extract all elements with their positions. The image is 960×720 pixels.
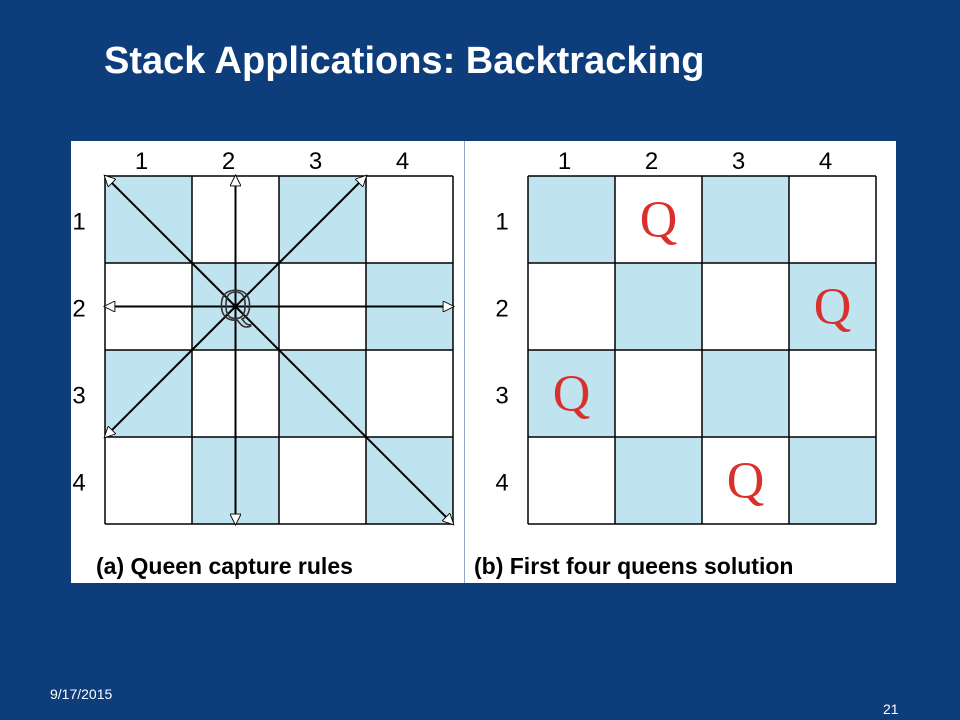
row-label: 1 bbox=[72, 209, 85, 236]
row-label: 1 bbox=[495, 209, 508, 236]
board-square-r1c3 bbox=[702, 176, 789, 263]
row-label: 4 bbox=[495, 470, 508, 497]
row-label: 3 bbox=[72, 383, 85, 410]
row-label: 2 bbox=[72, 296, 85, 323]
board-square-r4c1 bbox=[528, 437, 615, 524]
column-label: 4 bbox=[396, 148, 409, 175]
queen-piece: Q bbox=[727, 453, 765, 510]
capture-arrow-up-left bbox=[105, 176, 237, 308]
queens-figure: 1 2 3 4 1 2 3 4 (a) Queen capture rules Q 1 2 3 4 1 2 3… bbox=[71, 141, 896, 583]
slide-title: Stack Applications: Backtracking bbox=[104, 40, 705, 82]
column-label: 2 bbox=[645, 148, 658, 175]
slide-date: 9/17/2015 bbox=[50, 686, 113, 702]
board-square-r1c2 bbox=[615, 176, 702, 263]
panel-b-four-queens-solution: 1 2 3 4 1 2 3 4 (b) First four queens solution Q Q… bbox=[474, 148, 877, 579]
board-square-r4c2 bbox=[615, 437, 702, 524]
page-number: 21 bbox=[883, 701, 899, 717]
row-label: 2 bbox=[495, 296, 508, 323]
queen-piece: Q bbox=[814, 279, 852, 336]
column-label: 1 bbox=[135, 148, 148, 175]
board-square-r2c2 bbox=[615, 263, 702, 350]
capture-arrow-down-right bbox=[234, 305, 454, 525]
panel-caption: (a) Queen capture rules bbox=[96, 553, 353, 579]
board-square-r3c1 bbox=[528, 350, 615, 437]
board-square-r4c3 bbox=[702, 437, 789, 524]
board-square-r4c4 bbox=[789, 437, 876, 524]
panel-divider bbox=[464, 141, 465, 583]
queen-piece: Q bbox=[553, 366, 591, 423]
board-square-r1c4 bbox=[366, 176, 453, 263]
chessboards-diagram: 1 2 3 4 1 2 3 4 (a) Queen capture rules Q 1 2 3 4 1 2 3… bbox=[72, 148, 877, 579]
board-square-r2c4 bbox=[789, 263, 876, 350]
column-label: 3 bbox=[309, 148, 322, 175]
board-square-r3c4 bbox=[789, 350, 876, 437]
panel-a-queen-capture-rules: 1 2 3 4 1 2 3 4 (a) Queen capture rules Q bbox=[72, 148, 453, 579]
row-label: 4 bbox=[72, 470, 85, 497]
board-square-r3c3 bbox=[702, 350, 789, 437]
board-square-r2c1 bbox=[528, 263, 615, 350]
board-square-r1c4 bbox=[789, 176, 876, 263]
queen-piece: Q bbox=[640, 192, 678, 249]
column-label: 2 bbox=[222, 148, 235, 175]
capture-arrow-up-right bbox=[234, 176, 367, 308]
column-label: 3 bbox=[732, 148, 745, 175]
column-label: 1 bbox=[558, 148, 571, 175]
board-square-r3c4 bbox=[366, 350, 453, 437]
board-square-r2c3 bbox=[702, 263, 789, 350]
board-square-r3c2 bbox=[615, 350, 702, 437]
board-square-r4c1 bbox=[105, 437, 192, 524]
board-square-r4c3 bbox=[279, 437, 366, 524]
column-label: 4 bbox=[819, 148, 832, 175]
row-label: 3 bbox=[495, 383, 508, 410]
board-square-r1c1 bbox=[528, 176, 615, 263]
panel-caption: (b) First four queens solution bbox=[474, 553, 793, 579]
capture-arrow-down-left bbox=[105, 305, 237, 438]
queen-piece: Q bbox=[220, 281, 252, 330]
